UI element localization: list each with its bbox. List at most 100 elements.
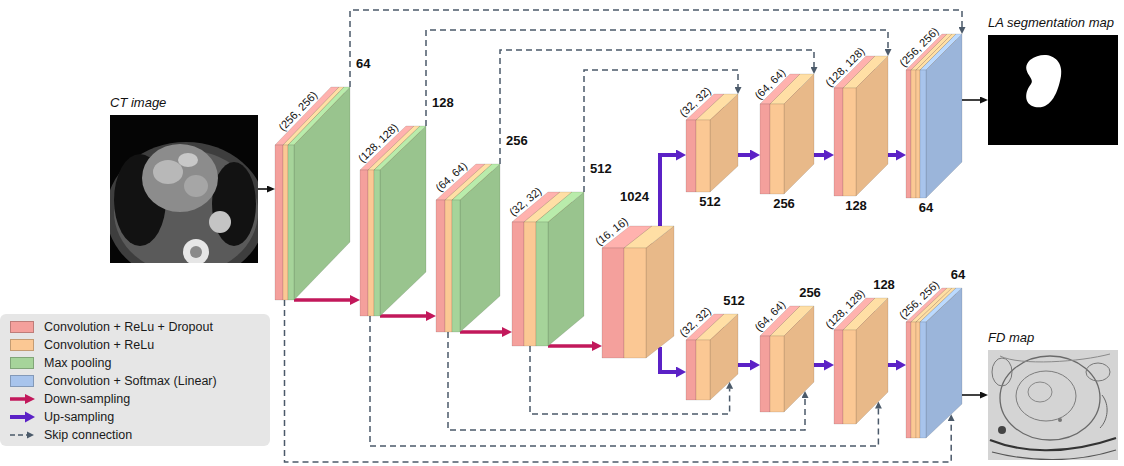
channel-count: 128 — [432, 96, 454, 111]
legend-text: Down-sampling — [44, 390, 270, 408]
image-caption: CT image — [110, 96, 166, 111]
label-holder: FD map — [988, 331, 1034, 346]
ct-spine — [183, 239, 209, 263]
encoder-block: 128(128, 128) — [360, 126, 426, 316]
legend-text: Skip connection — [44, 426, 270, 444]
downsampling-sample — [25, 394, 35, 404]
block-face — [294, 87, 350, 300]
block-face — [916, 322, 920, 438]
upsampling-sample — [10, 415, 25, 419]
channel-count: 64 — [951, 268, 965, 283]
legend-row: Convolution + ReLu + Dropout — [0, 318, 270, 336]
block-face — [760, 104, 770, 194]
block-face — [374, 170, 380, 316]
legend-panel — [0, 314, 270, 446]
legend-row: Skip connection — [0, 426, 270, 444]
output-arrow — [962, 99, 980, 101]
label-holder: 512 — [590, 162, 612, 177]
legend: Convolution + ReLu + DropoutConvolution … — [0, 314, 270, 446]
label-holder: 256 — [799, 286, 821, 301]
block-shape — [602, 226, 674, 358]
decoder-block: (128, 128)128 — [834, 56, 888, 196]
channel-count: 1024 — [620, 190, 649, 205]
ct-spine — [190, 246, 202, 258]
block-face — [536, 192, 584, 222]
ct-lung — [212, 162, 256, 246]
legend-row: Convolution + Softmax (Linear) — [0, 372, 270, 390]
legend-sample — [10, 394, 35, 439]
decoder-block: (256, 256)64 — [906, 34, 962, 198]
downsampling-arrow — [460, 330, 502, 334]
legend-row: Convolution + ReLu — [0, 336, 270, 354]
skip-connection — [426, 30, 888, 126]
fd-map-image — [988, 350, 1118, 460]
block-face — [452, 200, 460, 332]
upsampling-arrow — [660, 347, 676, 372]
upsampling-arrow — [888, 153, 896, 157]
input-image: CT image — [110, 115, 258, 263]
bottleneck-block: 1024(16, 16) — [602, 226, 674, 358]
image-caption: LA segmentation map — [988, 16, 1114, 31]
connectors — [258, 10, 980, 462]
downsampling-sample — [10, 397, 25, 401]
input-arrow — [258, 188, 267, 190]
upsampling-arrow — [738, 363, 750, 367]
la-map-background — [988, 35, 1118, 145]
la-map-image — [988, 35, 1118, 145]
block-face — [445, 200, 452, 332]
channel-count: 256 — [799, 286, 821, 301]
block-face — [624, 248, 646, 358]
block-face — [686, 120, 696, 192]
encoder-block: 512(32, 32) — [512, 192, 584, 346]
block-face — [380, 126, 426, 316]
ct-chamber — [153, 160, 183, 184]
fd-texture — [992, 358, 1012, 386]
legend-row: Up-sampling — [0, 408, 270, 426]
decoder-block: 512(32, 32) — [686, 314, 738, 400]
ct-body — [110, 142, 258, 263]
legend-text: Convolution + ReLu + Dropout — [44, 318, 270, 336]
block-face — [920, 70, 926, 198]
block-face — [760, 336, 770, 412]
skip-sample — [27, 432, 34, 439]
legend-swatch — [10, 339, 34, 351]
channel-count: 512 — [699, 195, 721, 210]
label-holder: 128 — [432, 96, 454, 111]
fd-texture — [1028, 382, 1052, 402]
fd-texture — [1058, 418, 1062, 422]
block-face — [368, 170, 374, 316]
label-holder: 64 — [951, 268, 965, 283]
upsampling-arrow — [814, 153, 824, 157]
block-face — [288, 145, 294, 300]
block-shape — [512, 192, 584, 346]
label-holder: 128 — [845, 199, 867, 214]
legend-swatch — [10, 321, 34, 333]
fd-texture — [1016, 371, 1076, 421]
block-face — [911, 70, 916, 198]
label-holder: 256 — [506, 134, 528, 149]
block-face — [920, 322, 926, 438]
output-map: FD map — [988, 350, 1118, 460]
channel-count: 256 — [773, 197, 795, 212]
channel-count: 128 — [845, 199, 867, 214]
ct-heart — [142, 144, 218, 212]
upsampling-arrow — [814, 363, 824, 367]
block-face — [360, 170, 368, 316]
decoder-block: (64, 64)256 — [760, 74, 814, 194]
label-holder: 512 — [699, 195, 721, 210]
label-holder: 64 — [356, 57, 370, 72]
block-face — [275, 145, 283, 300]
upsampling-sample — [25, 412, 35, 423]
block-face — [696, 120, 710, 192]
ct-chamber — [178, 153, 198, 167]
block-face — [646, 226, 674, 358]
block-face — [906, 70, 911, 198]
legend-text: Convolution + Softmax (Linear) — [44, 372, 270, 390]
block-face — [911, 322, 916, 438]
encoder-block: 64(256, 256) — [275, 87, 350, 300]
label-holder: CT image — [110, 96, 166, 111]
upsampling-arrow — [660, 155, 676, 226]
skip-connection — [584, 70, 738, 192]
decoder-block: 256(64, 64) — [760, 306, 814, 412]
